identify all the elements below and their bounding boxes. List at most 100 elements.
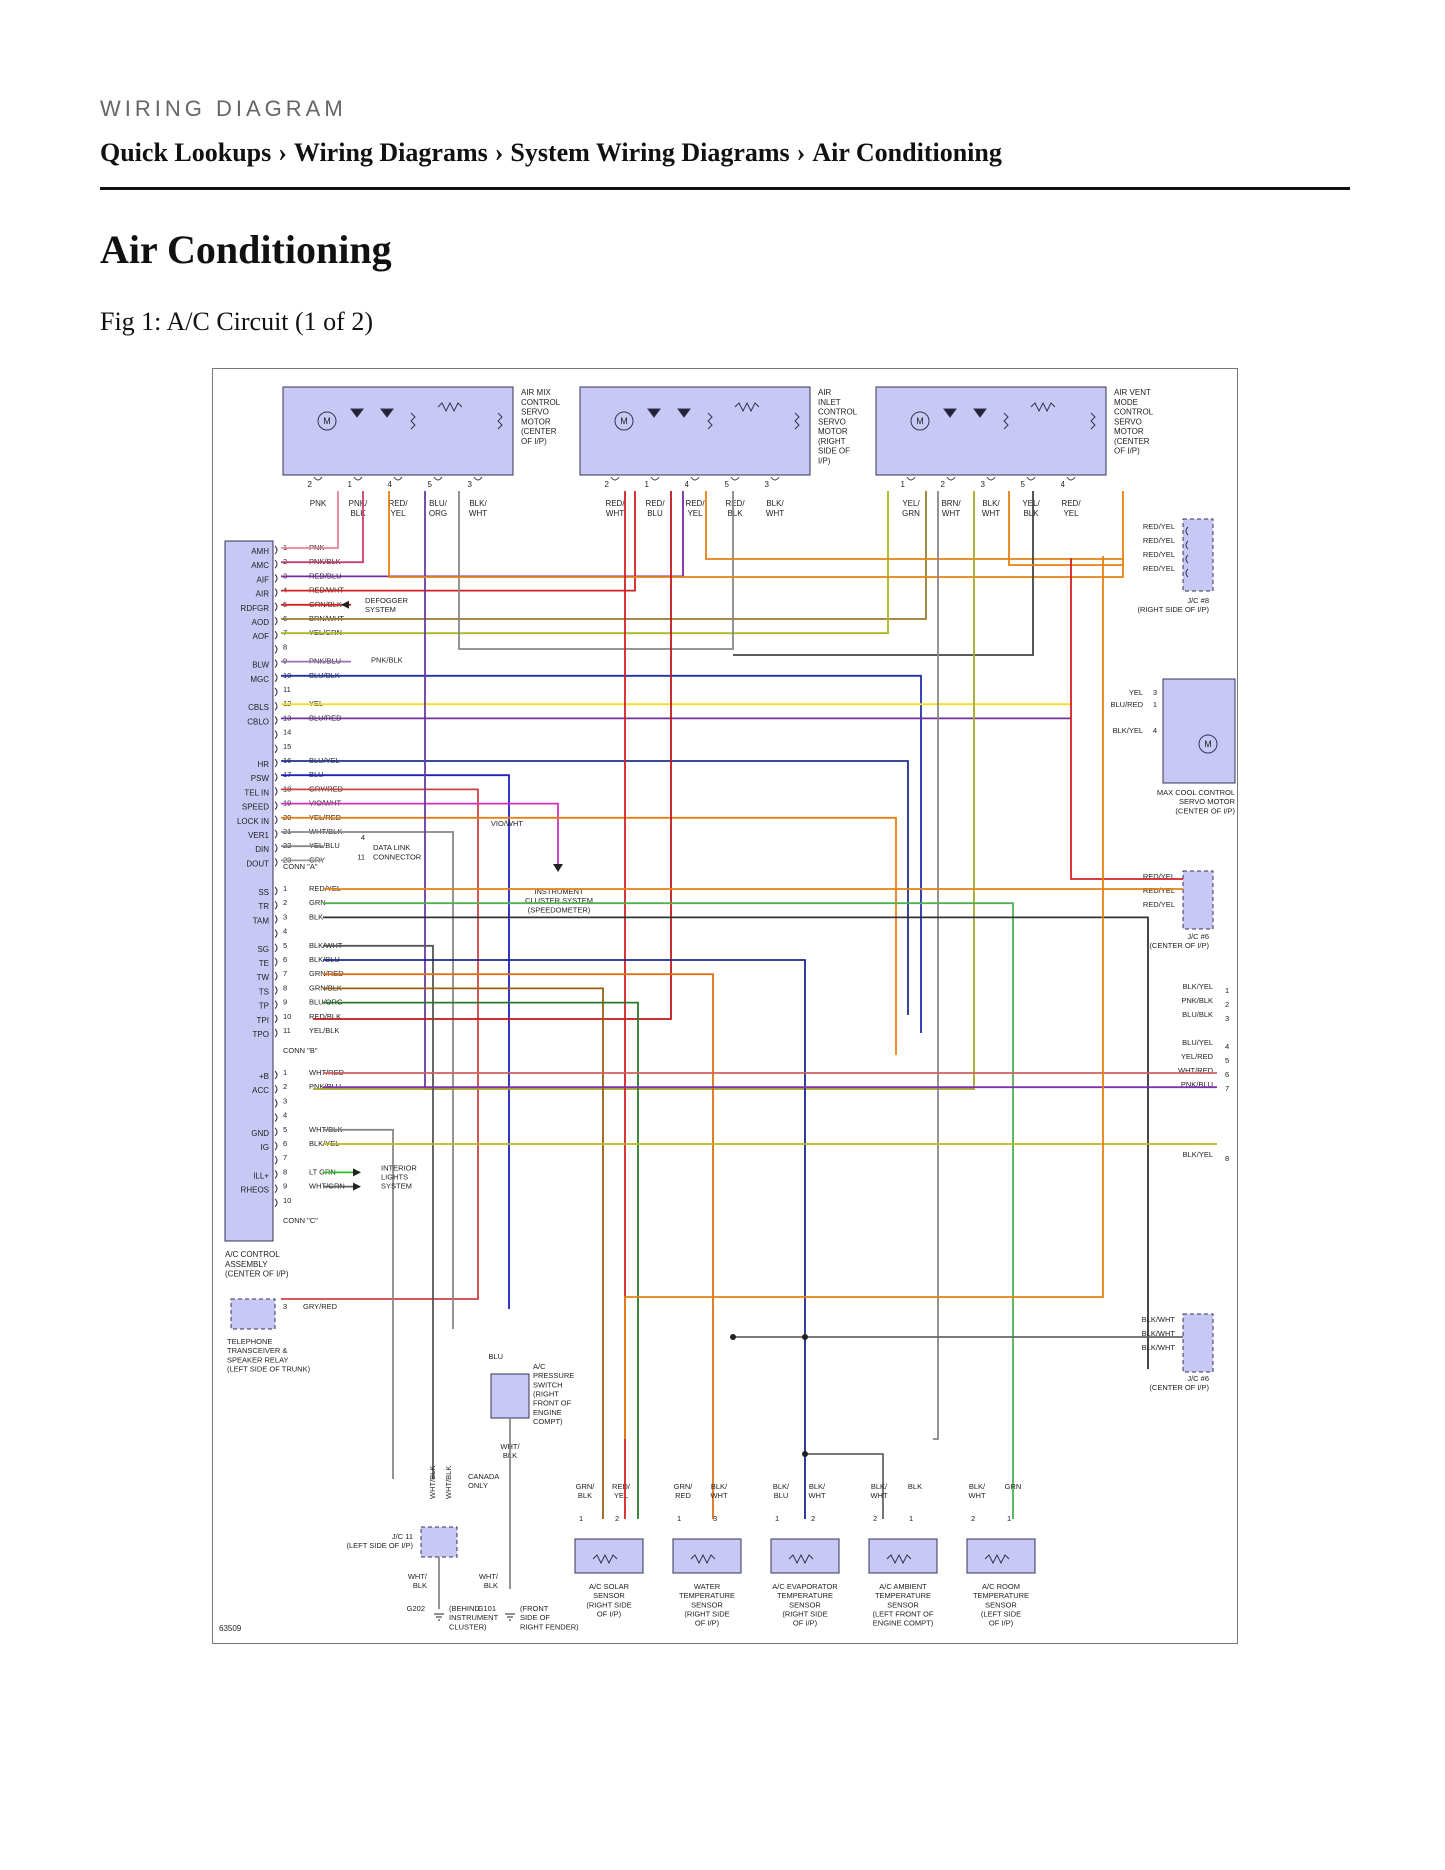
figure-caption: Fig 1: A/C Circuit (1 of 2) (100, 307, 373, 336)
pin-number: 2 (308, 480, 313, 489)
wire-speed (281, 802, 559, 864)
motor-icon (910, 411, 930, 431)
continuation-number: 1 (1225, 986, 1229, 995)
connector-symbol (473, 476, 483, 481)
wire-aof (281, 491, 889, 635)
wire-label: BLK/WHT (968, 1482, 986, 1500)
breadcrumb-separator: › (278, 138, 287, 167)
pin-number: 10 (283, 1012, 291, 1021)
wire-label: RED/YEL (1143, 522, 1175, 531)
pin-number: 6 (283, 955, 287, 964)
connector-symbol (393, 476, 403, 481)
motor-icon (1198, 734, 1218, 754)
wire-label: RED/BLK (309, 1012, 341, 1021)
connector-symbol (313, 476, 323, 481)
pin-number: 1 (579, 1514, 583, 1523)
resistor-icon (734, 401, 760, 413)
wire-sg (323, 944, 434, 1479)
servo-motor-2 (579, 386, 811, 476)
connector-symbol (274, 829, 278, 839)
pin-number: 4 (685, 480, 690, 489)
connector-symbol (610, 476, 620, 481)
pin-number: 7 (283, 969, 287, 978)
wire-label: RED/YEL (388, 499, 408, 518)
wire-label: RED/YEL (1143, 872, 1175, 881)
wire-te (323, 959, 806, 1519)
connector-symbol (274, 915, 278, 924)
pin-number: 2 (283, 898, 287, 907)
terminal-name: AIF (257, 575, 270, 584)
motor-icon: M (323, 416, 331, 426)
wire-label: WHT/BLK (444, 1466, 453, 1499)
wire-label: RED/YEL (685, 499, 705, 518)
pin-number: 8 (283, 642, 287, 651)
pin-number: 14 (283, 728, 291, 737)
max-cool-servo-motor (1162, 678, 1236, 784)
wire-label: BLU (488, 1352, 503, 1361)
connector-label: CONN "C" (283, 1216, 318, 1225)
wire-label: BLK/YEL (1183, 982, 1213, 991)
connector-symbol (274, 545, 278, 555)
wire-label: PNK/BLK (349, 499, 368, 518)
ground-icon (434, 1613, 444, 1621)
resistor-icon (707, 412, 713, 430)
wire-brn-wht (933, 491, 939, 1440)
connector-symbol (274, 687, 278, 697)
breadcrumb-item-air-conditioning[interactable]: Air Conditioning (812, 138, 1002, 167)
connector-symbol (274, 801, 278, 810)
arrow-icon (353, 1168, 361, 1177)
thermistor-icon (690, 1553, 716, 1565)
pin-number: 3 (283, 912, 287, 921)
pin-number: 1 (909, 1514, 913, 1523)
wire-label: RED/YEL (1143, 886, 1175, 895)
connector-symbol (274, 1113, 278, 1122)
wire-gnd (323, 1128, 394, 1479)
wire-lock-in (281, 816, 897, 1055)
wire-blk-wht-vent (733, 491, 1034, 656)
wire-label: YEL/RED (1181, 1052, 1214, 1061)
pin-number: 2 (605, 480, 610, 489)
wire-amh (281, 491, 339, 549)
connector-symbol (274, 744, 278, 754)
connector-symbol (274, 843, 278, 853)
splice-dot (802, 1334, 808, 1340)
terminal-name: IG (261, 1143, 269, 1152)
wire-label: GRN/BLK (576, 1482, 596, 1500)
jc11-label: J/C 11(LEFT SIDE OF I/P) (346, 1532, 413, 1550)
terminal-name: AOD (252, 618, 270, 627)
pin-number: 1 (775, 1514, 779, 1523)
wire-label: GRY/RED (303, 1302, 338, 1311)
pin-number: 1 (283, 884, 287, 893)
terminal-name: CBLO (247, 717, 269, 726)
connector-symbol (274, 588, 278, 597)
pin-number: 10 (283, 1196, 291, 1205)
wire-label: BLK/WHT (766, 499, 785, 518)
pin-number: 3 (283, 1096, 287, 1105)
pin-number: 11 (357, 852, 365, 861)
wire-label: BRN/WHT (941, 499, 961, 518)
terminal-name: PSW (251, 774, 270, 783)
terminal-name: AOF (253, 632, 270, 641)
pin-number: 2 (941, 480, 946, 489)
pin-number: 9 (283, 998, 287, 1007)
breadcrumb-item-quick-lookups[interactable]: Quick Lookups (100, 138, 272, 167)
wire-red-yel-solar (624, 556, 1104, 1439)
wire-label: RED/BLU (645, 499, 665, 518)
breadcrumb-item-system-wiring-diagrams[interactable]: System Wiring Diagrams (510, 138, 790, 167)
resistor-icon (1090, 412, 1096, 430)
breadcrumb-item-wiring-diagrams[interactable]: Wiring Diagrams (293, 138, 488, 167)
continuation-number: 3 (1225, 1014, 1229, 1023)
connector-symbol (274, 645, 278, 654)
connector-symbol (274, 1084, 278, 1094)
wire-tw (323, 973, 714, 1519)
resistor-icon (497, 412, 503, 430)
wire-label: BLK/WHT (710, 1482, 728, 1500)
junction-connector-jc6-upper (1182, 870, 1214, 930)
